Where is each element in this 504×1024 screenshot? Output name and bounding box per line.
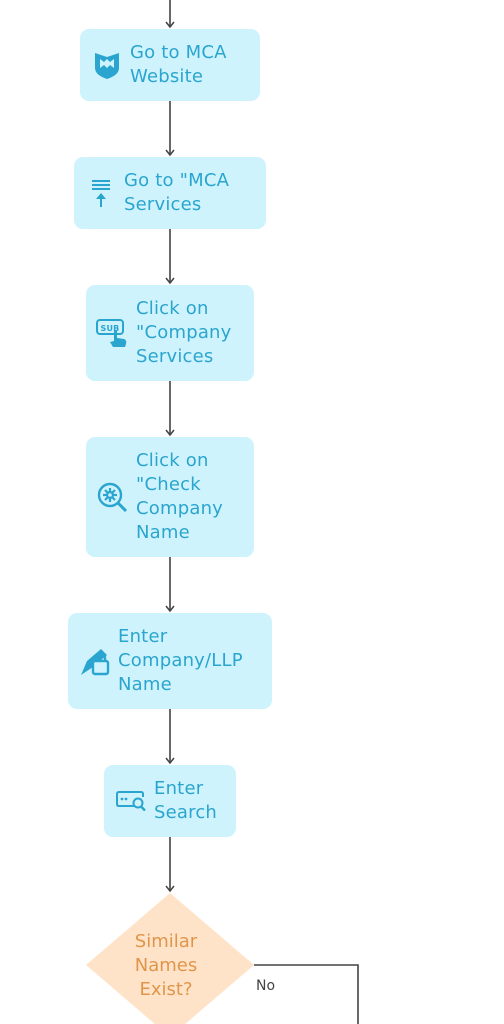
no-branch-line (254, 964, 359, 1024)
step-label: Click on "Check Company Name (136, 450, 224, 543)
step-go-to-mca-website[interactable]: Go to MCA Website (80, 29, 260, 101)
step-label: Go to "MCA Services (124, 170, 230, 215)
pen-lock-icon (79, 645, 111, 677)
step-enter-company-llp-name[interactable]: Enter Company/LLP Name (68, 613, 272, 709)
decision-diamond (86, 893, 254, 1024)
search-gear-icon (97, 482, 128, 512)
svg-text:SUB: SUB (101, 324, 120, 333)
upload-list-icon (90, 177, 112, 209)
step-click-check-company-name[interactable]: Click on "Check Company Name (86, 437, 254, 557)
step-label: Enter Company/LLP Name (118, 626, 243, 695)
step-enter-search[interactable]: Enter Search (104, 765, 236, 837)
sub-hand-icon: SUB (96, 318, 128, 348)
step-go-to-mca-services[interactable]: Go to "MCA Services (74, 157, 266, 229)
decision-label: Similar Names Exist? (134, 931, 198, 1000)
step-click-company-services[interactable]: SUB Click on "Company Services (86, 285, 254, 381)
no-branch-label: No (256, 978, 276, 994)
step-label: Go to MCA Website (130, 42, 227, 87)
step-label: Enter Search (154, 778, 218, 823)
search-field-icon (116, 790, 146, 812)
step-label: Click on "Company Services (136, 298, 232, 367)
shield-icon (93, 50, 121, 80)
